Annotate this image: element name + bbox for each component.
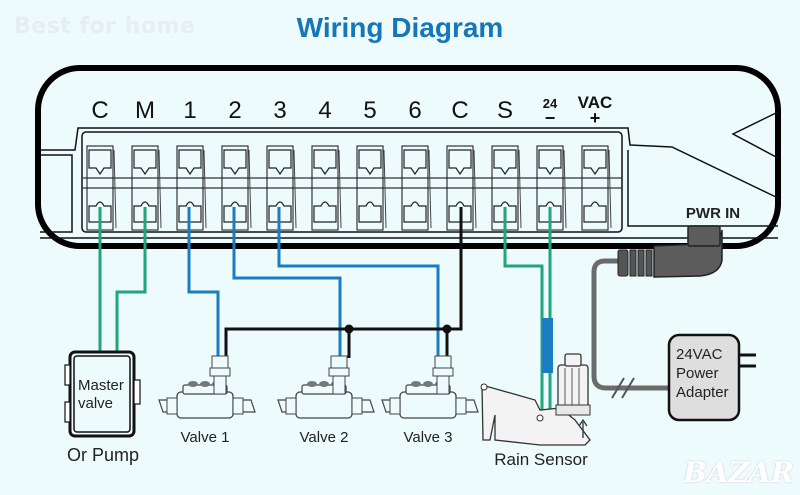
terminal-slot[interactable] bbox=[581, 145, 612, 231]
master-valve-label-1: Master bbox=[78, 377, 124, 394]
diagram-title: Wiring Diagram bbox=[296, 12, 504, 43]
valve-1-label: Valve 1 bbox=[181, 429, 230, 446]
or-pump-label: Or Pump bbox=[67, 445, 139, 465]
terminal-slot[interactable] bbox=[266, 145, 297, 231]
valve-icon bbox=[158, 355, 256, 419]
terminal-label: 24 bbox=[543, 96, 558, 111]
terminal-slot[interactable] bbox=[86, 145, 117, 231]
adapter-label-1: 24VAC bbox=[676, 346, 723, 363]
terminal-label: 4 bbox=[318, 97, 331, 124]
terminal-label: 1 bbox=[183, 97, 196, 124]
terminal-slots bbox=[86, 145, 612, 231]
wire-zone3-valve3 bbox=[277, 207, 440, 358]
power-adapter bbox=[667, 333, 756, 422]
wire-m-master bbox=[115, 207, 147, 355]
pwr-in-label: PWR IN bbox=[686, 205, 740, 222]
valve-icon bbox=[277, 355, 375, 419]
terminal-label: S bbox=[497, 97, 513, 124]
valves bbox=[158, 355, 479, 419]
terminal-polarity: − bbox=[545, 108, 556, 128]
terminal-label: 3 bbox=[273, 97, 286, 124]
terminal-panel-outline bbox=[40, 127, 779, 239]
common-junction bbox=[442, 324, 452, 334]
valve-icon bbox=[381, 355, 479, 419]
valve-2-label: Valve 2 bbox=[300, 429, 349, 446]
terminal-label: M bbox=[135, 97, 155, 124]
adapter-label-2: Power bbox=[676, 365, 719, 382]
wire-zone1-valve1 bbox=[187, 207, 220, 358]
wire-zone2-valve2 bbox=[232, 207, 342, 358]
terminal-polarity: + bbox=[590, 108, 601, 128]
terminal-block bbox=[81, 131, 623, 233]
power-cord bbox=[591, 258, 668, 391]
watermark-text: Best for home bbox=[14, 14, 196, 39]
common-junction bbox=[344, 324, 354, 334]
terminal-slot[interactable] bbox=[446, 145, 477, 231]
terminal-label: C bbox=[451, 97, 468, 124]
terminal-label: 2 bbox=[228, 97, 241, 124]
valve-3-label: Valve 3 bbox=[404, 429, 453, 446]
terminal-label: C bbox=[91, 97, 108, 124]
terminal-slot[interactable] bbox=[356, 145, 387, 231]
terminal-label: 6 bbox=[408, 97, 421, 124]
power-plug bbox=[617, 225, 723, 278]
terminal-slot[interactable] bbox=[311, 145, 342, 231]
master-valve-box bbox=[64, 350, 141, 438]
wire-common bbox=[224, 207, 463, 358]
wire-sleeve bbox=[542, 318, 553, 373]
watermark-logo: BAZAR bbox=[683, 456, 794, 489]
terminal-slot[interactable] bbox=[401, 145, 432, 231]
terminal-label: VAC bbox=[578, 93, 613, 112]
housing-bevel bbox=[731, 111, 779, 159]
rain-sensor-label: Rain Sensor bbox=[494, 450, 588, 469]
adapter-label-3: Adapter bbox=[676, 384, 729, 401]
terminal-slot[interactable] bbox=[221, 145, 252, 231]
master-valve-label-2: valve bbox=[78, 395, 113, 412]
terminal-label: 5 bbox=[363, 97, 376, 124]
rain-sensor bbox=[480, 353, 591, 446]
